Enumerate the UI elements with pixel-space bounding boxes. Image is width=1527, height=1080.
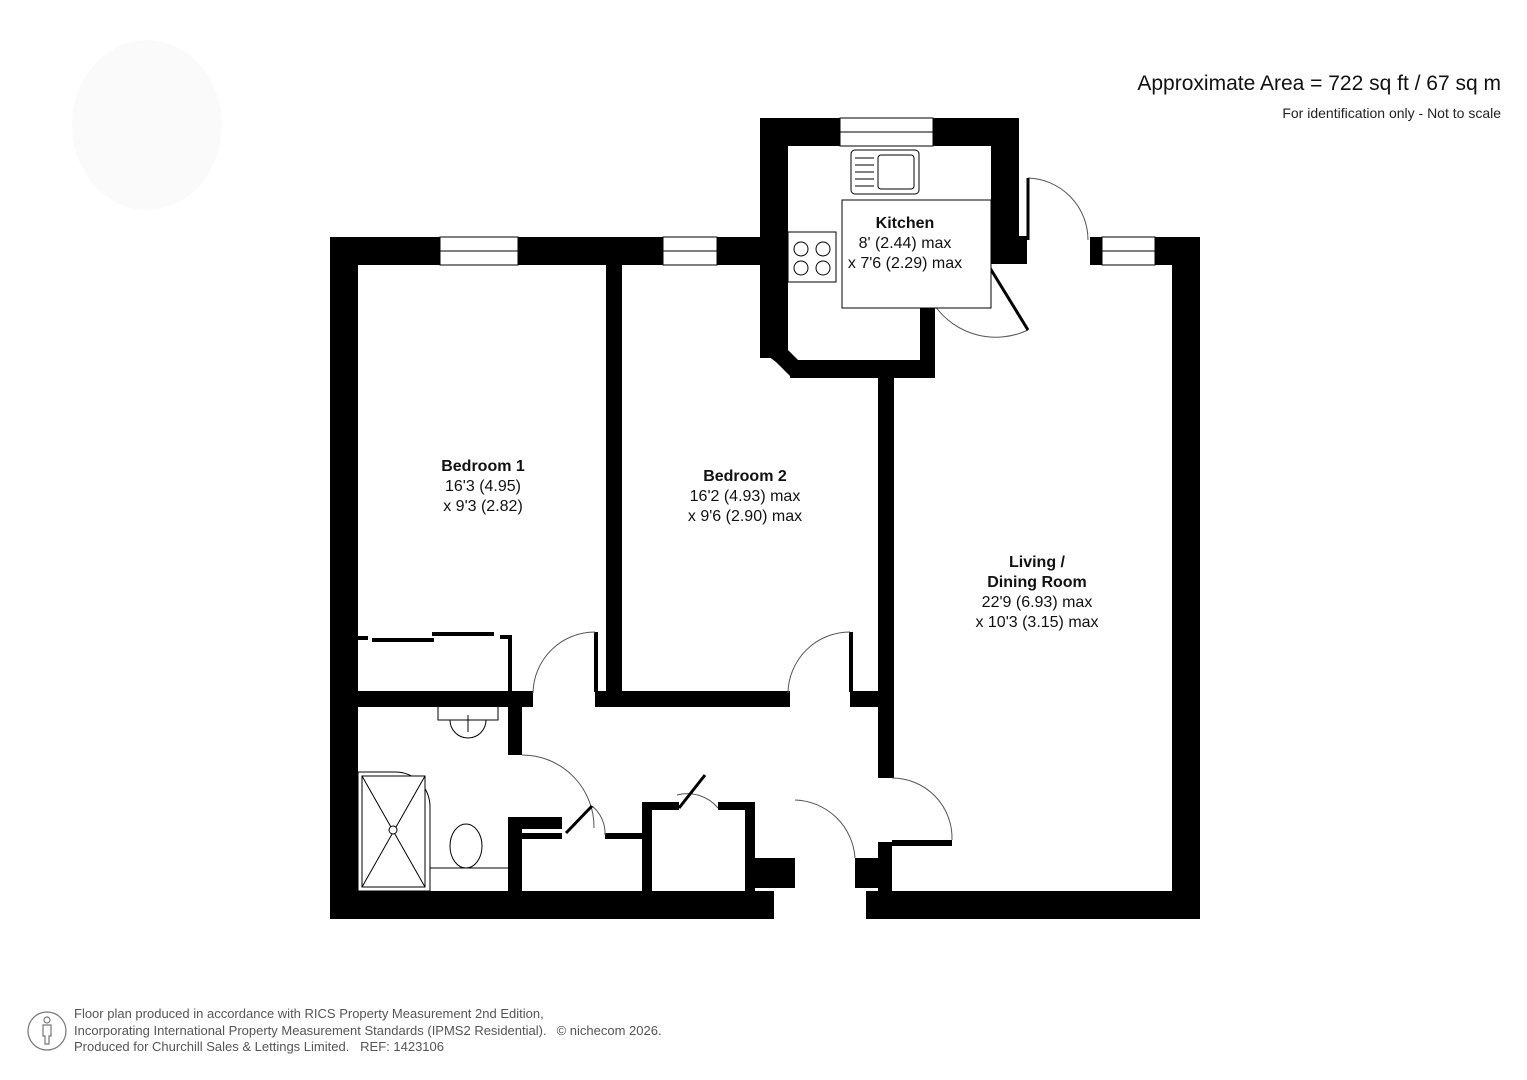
- room-label-bedroom-2: Bedroom 2 16'2 (4.93) max x 9'6 (2.90) m…: [687, 468, 803, 525]
- person-icon: [27, 1011, 67, 1051]
- windows: [439, 117, 1156, 266]
- room-label-kitchen: Kitchen 8' (2.44) max x 7'6 (2.29) max: [847, 215, 963, 272]
- approximate-area: Approximate Area = 722 sq ft / 67 sq m: [1137, 72, 1501, 95]
- room-label-bedroom-1: Bedroom 1 16'3 (4.95) x 9'3 (2.82): [441, 458, 525, 515]
- copyright: © nichecom 2026.: [556, 1022, 662, 1038]
- scale-disclaimer: For identification only - Not to scale: [1282, 105, 1501, 121]
- door-swings: [521, 177, 1089, 859]
- room-label-living-dining: Living / Dining Room 22'9 (6.93) max x 1…: [975, 554, 1099, 631]
- watermark-shape: [72, 40, 222, 210]
- bathroom-fittings: [357, 707, 508, 892]
- footer-notes: Floor plan produced in accordance with R…: [74, 1006, 662, 1054]
- door-leaves: [564, 178, 1030, 835]
- reference-number: REF: 1423106: [360, 1039, 444, 1054]
- walls: [330, 118, 1200, 919]
- kitchen-fittings: [787, 149, 992, 309]
